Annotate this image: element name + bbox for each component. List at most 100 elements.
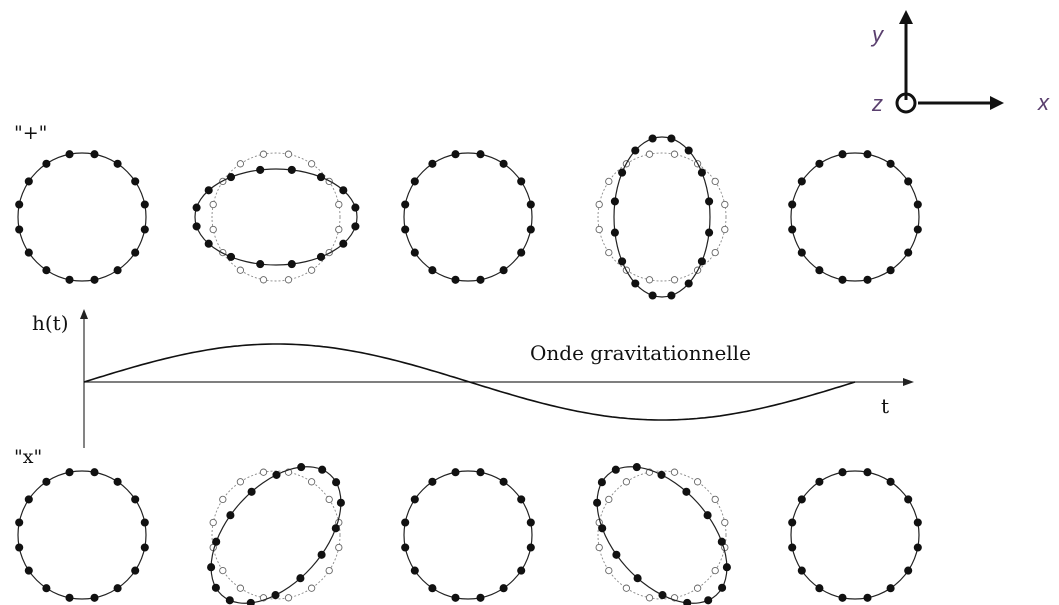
cross-ring-1	[15, 468, 149, 602]
test-particle	[499, 477, 508, 486]
cross-ring-2-reference-outline	[211, 470, 341, 600]
test-particle	[42, 584, 51, 593]
plus-ring-2-reference-outline	[211, 152, 341, 282]
test-particle	[131, 495, 140, 504]
test-particle	[705, 228, 714, 237]
test-particle	[863, 593, 872, 602]
test-particle-reference	[645, 276, 654, 284]
test-particle	[226, 173, 236, 182]
test-particle-reference	[259, 468, 268, 476]
cross-ring-2-stretched	[207, 463, 345, 605]
test-particle	[886, 266, 895, 275]
test-particle	[65, 275, 74, 284]
test-particle	[863, 150, 872, 159]
test-particle	[526, 200, 535, 209]
test-particle-reference	[721, 518, 729, 527]
plus-ring-1-outline	[17, 152, 147, 282]
cross-ring-5	[788, 468, 922, 602]
plus-ring-2-reference	[209, 150, 343, 284]
test-particle	[815, 159, 824, 168]
test-particle	[256, 165, 265, 174]
cross-ring-3	[401, 468, 535, 602]
test-particle	[598, 524, 607, 533]
test-particle-reference	[605, 177, 613, 186]
test-particle	[247, 487, 256, 496]
test-particle	[428, 477, 437, 486]
test-particle-reference	[307, 478, 316, 486]
test-particle	[682, 487, 691, 496]
test-particle	[886, 159, 895, 168]
test-particle-reference	[219, 495, 227, 504]
cross-ring-4-reference	[595, 468, 729, 602]
test-particle	[788, 200, 797, 209]
test-particle	[658, 591, 667, 600]
test-particle	[517, 495, 526, 504]
test-particle	[657, 470, 666, 479]
test-particle	[705, 197, 714, 206]
cross-ring-2-stretched-outline	[210, 466, 342, 604]
test-particle	[526, 518, 535, 527]
test-particle	[24, 566, 33, 575]
h-axis-label: h(t)	[32, 311, 69, 335]
test-particle	[256, 260, 265, 269]
test-particle	[618, 168, 627, 177]
test-particle	[797, 248, 806, 257]
test-particle	[42, 266, 51, 275]
t-axis-arrowhead	[903, 378, 914, 386]
test-particle	[476, 593, 485, 602]
test-particle	[42, 159, 51, 168]
test-particle-reference	[236, 478, 245, 486]
test-particle-reference	[693, 584, 702, 592]
test-particle-reference	[209, 225, 217, 234]
test-particle	[339, 239, 348, 248]
z-axis-label: z	[871, 91, 883, 116]
test-particle	[131, 566, 140, 575]
test-particle	[913, 200, 922, 209]
test-particle-reference	[693, 478, 702, 486]
test-particle	[140, 200, 149, 209]
test-particle-reference	[670, 468, 679, 476]
plus-ring-5	[788, 150, 922, 284]
cross-polarization-label: "x"	[14, 446, 42, 468]
test-particle	[410, 495, 419, 504]
plus-ring-4-reference-outline	[597, 152, 727, 282]
test-particle-reference	[622, 478, 631, 486]
plus-ring-4-stretched	[610, 134, 714, 300]
test-particle	[904, 495, 913, 504]
test-particle-reference	[711, 248, 719, 257]
t-axis-label: t	[881, 394, 889, 418]
test-particle	[15, 543, 24, 552]
cross-polarization-row	[15, 463, 922, 605]
test-particle	[499, 159, 508, 168]
x-axis-label: x	[1037, 90, 1050, 115]
test-particle-reference	[670, 276, 679, 284]
plus-ring-2-stretched-outline	[194, 168, 358, 266]
test-particle	[517, 177, 526, 186]
test-particle	[113, 266, 122, 275]
test-particle	[904, 177, 913, 186]
test-particle	[339, 186, 348, 195]
plus-polarization-label: "+"	[14, 122, 47, 144]
test-particle	[838, 468, 847, 477]
test-particle	[526, 225, 535, 234]
test-particle	[113, 584, 122, 593]
test-particle	[65, 150, 74, 159]
test-particle	[401, 200, 410, 209]
test-particle	[717, 537, 726, 546]
test-particle-reference	[335, 200, 343, 209]
test-particle	[90, 593, 99, 602]
test-particle	[331, 524, 340, 533]
test-particle	[287, 165, 296, 174]
test-particle	[815, 584, 824, 593]
test-particle-reference	[595, 200, 603, 209]
test-particle	[316, 173, 326, 182]
test-particle	[913, 518, 922, 527]
test-particle-reference	[325, 495, 333, 504]
test-particle	[722, 563, 731, 572]
test-particle	[838, 150, 847, 159]
cross-ring-1-outline	[17, 470, 147, 600]
test-particle	[451, 275, 460, 284]
test-particle	[140, 518, 149, 527]
test-particle	[140, 225, 149, 234]
